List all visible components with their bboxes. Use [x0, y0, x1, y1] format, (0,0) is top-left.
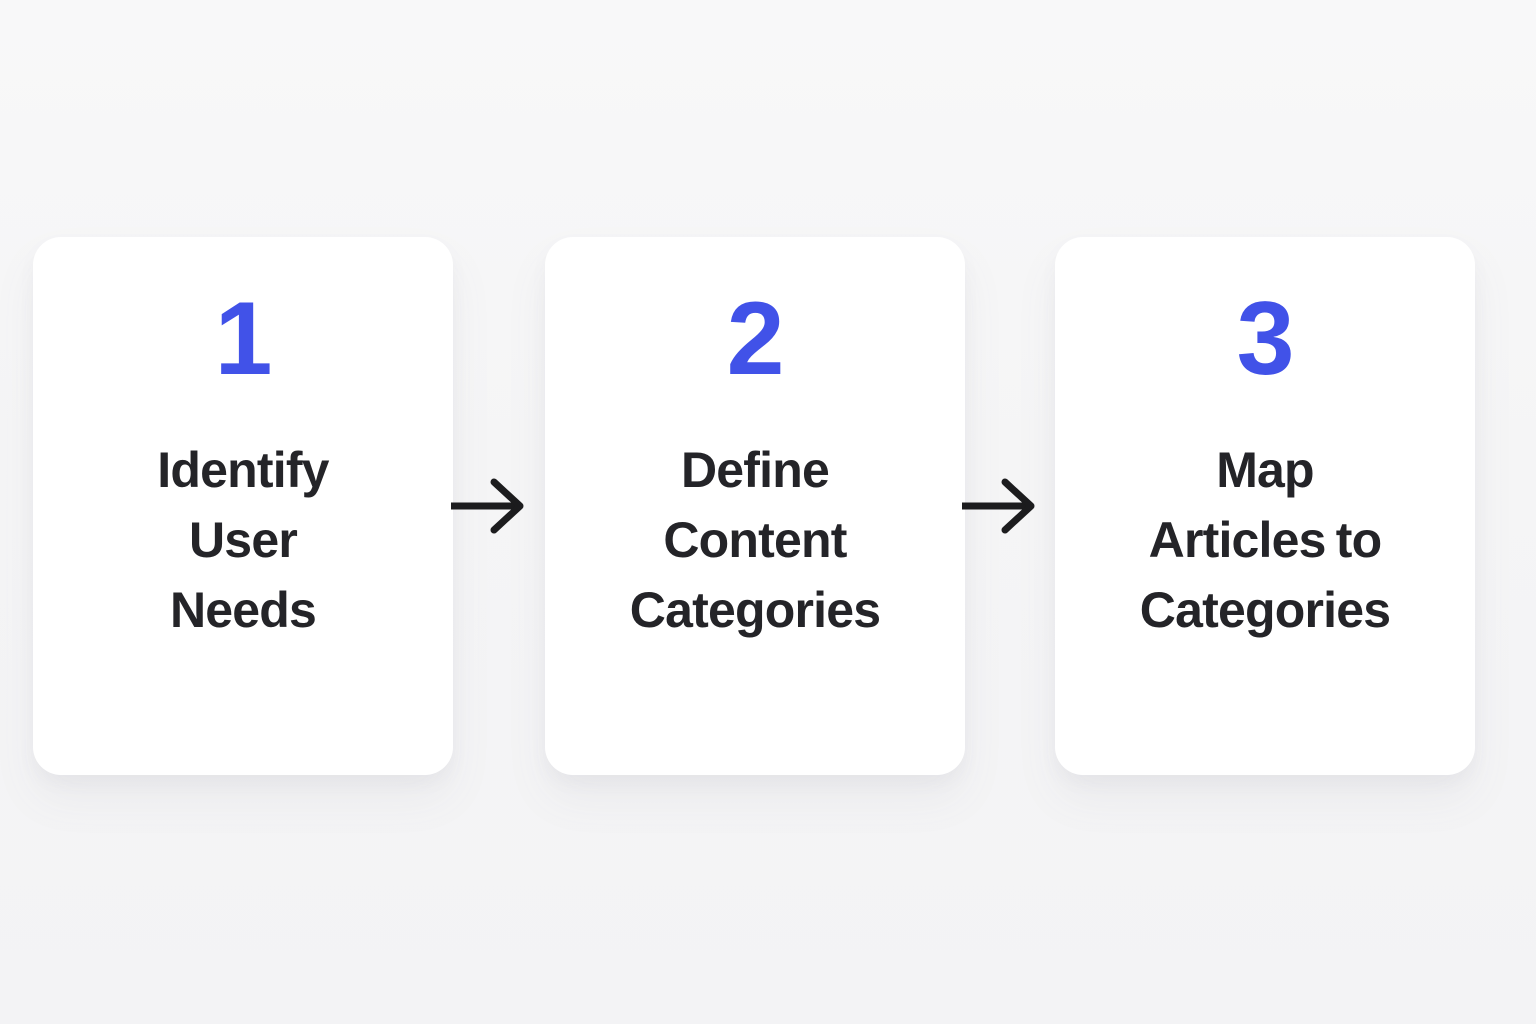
step-title-line: Categories — [1139, 582, 1391, 638]
step-title-line: User — [189, 512, 298, 568]
right-arrow-icon — [961, 476, 1037, 536]
step-title-line: Identify — [157, 442, 329, 498]
step-number: 2 — [726, 281, 785, 397]
step-title-line: Articles to — [1148, 512, 1383, 568]
step-title: Identify User Needs — [33, 435, 453, 645]
step-card-3: 3 Map Articles to Categories — [1055, 237, 1475, 775]
right-arrow-icon — [450, 476, 526, 536]
step-number: 1 — [214, 281, 273, 397]
step-title-line: Content — [663, 512, 847, 568]
step-number: 3 — [1236, 281, 1295, 397]
step-title-line: Categories — [629, 582, 881, 638]
step-title-line: Map — [1216, 442, 1314, 498]
step-title-line: Define — [680, 442, 830, 498]
step-card-1: 1 Identify User Needs — [33, 237, 453, 775]
step-title: Define Content Categories — [545, 435, 965, 645]
step-title: Map Articles to Categories — [1055, 435, 1475, 645]
step-title-line: Needs — [169, 582, 317, 638]
step-card-2: 2 Define Content Categories — [545, 237, 965, 775]
